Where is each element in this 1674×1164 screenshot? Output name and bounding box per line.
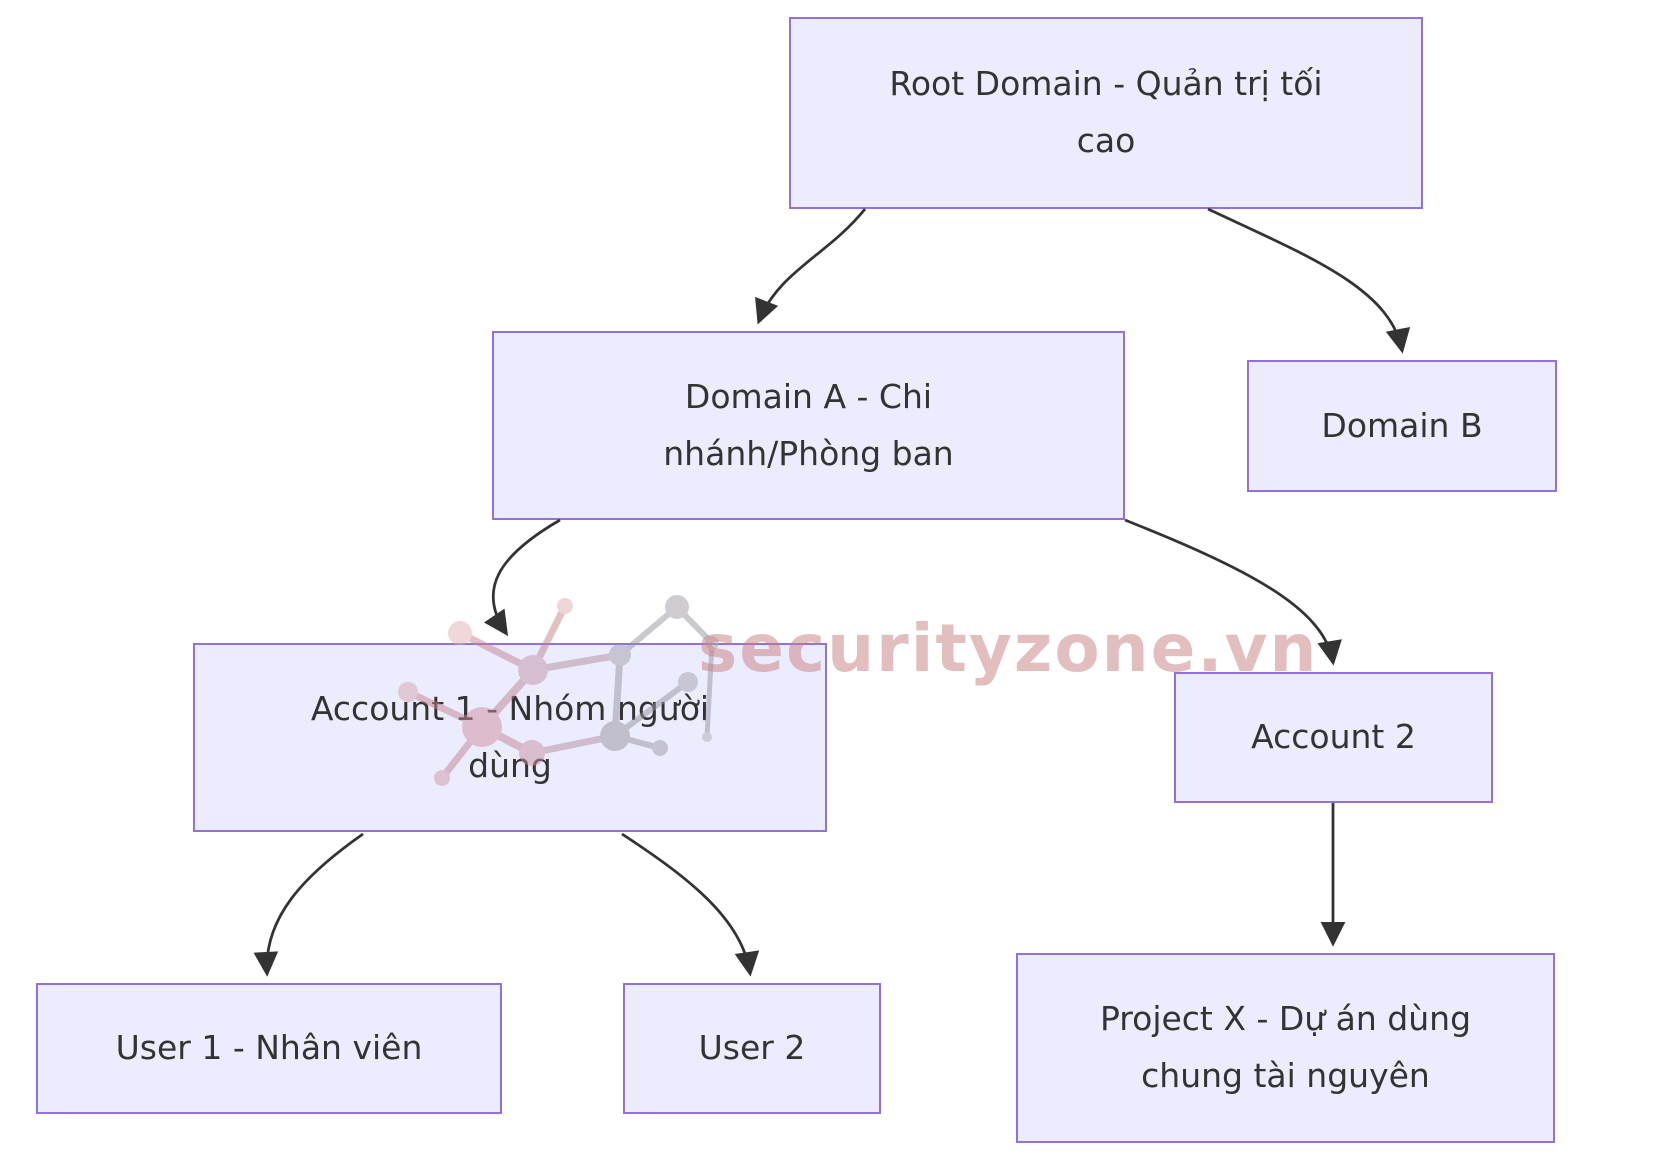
node-project-x-line1: Project X - Dự án dùng: [1099, 999, 1472, 1039]
node-account-1: Account 1 - Nhóm người dùng: [193, 643, 827, 832]
node-domain-a: Domain A - Chi nhánh/Phòng ban: [492, 331, 1125, 520]
edge-root-to-domain-a: [755, 208, 867, 325]
edge-account-1-to-user-2: [621, 832, 760, 977]
node-user-1-line1: User 1 - Nhân viên: [115, 1028, 423, 1068]
node-domain-b: Domain B: [1247, 360, 1557, 492]
node-account-1-line2: dùng: [468, 745, 552, 785]
node-domain-a-line1: Domain A - Chi: [684, 376, 933, 416]
node-root-domain-label: Root Domain - Quản trị tối cao: [889, 56, 1322, 170]
node-project-x-label: Project X - Dự án dùng chung tài nguyên: [1100, 991, 1471, 1105]
node-account-1-label: Account 1 - Nhóm người dùng: [311, 681, 709, 795]
node-account-2: Account 2: [1174, 672, 1493, 803]
node-account-2-line1: Account 2: [1251, 717, 1416, 757]
edge-account-1-to-user-1: [253, 832, 364, 977]
edge-root-to-domain-b: [1207, 207, 1411, 354]
node-account-2-label: Account 2: [1251, 709, 1416, 766]
node-root-domain-line1: Root Domain - Quản trị tối: [889, 64, 1323, 104]
node-root-domain-line2: cao: [1076, 121, 1136, 160]
node-domain-a-label: Domain A - Chi nhánh/Phòng ban: [663, 369, 953, 483]
node-domain-b-label: Domain B: [1321, 398, 1482, 455]
node-domain-a-line2: nhánh/Phòng ban: [663, 433, 954, 473]
node-user-2-label: User 2: [699, 1020, 806, 1077]
node-user-2: User 2: [623, 983, 881, 1114]
node-root-domain: Root Domain - Quản trị tối cao: [789, 17, 1423, 209]
node-project-x-line2: chung tài nguyên: [1141, 1056, 1430, 1095]
edge-domain-a-to-account-2: [1124, 518, 1342, 666]
node-user-1-label: User 1 - Nhân viên: [116, 1020, 423, 1077]
edge-domain-a-to-account-1: [483, 518, 561, 637]
node-project-x: Project X - Dự án dùng chung tài nguyên: [1016, 953, 1555, 1143]
node-domain-b-line1: Domain B: [1321, 405, 1483, 445]
node-user-1: User 1 - Nhân viên: [36, 983, 502, 1114]
node-user-2-line1: User 2: [698, 1028, 806, 1068]
node-account-1-line1: Account 1 - Nhóm người: [310, 688, 710, 728]
